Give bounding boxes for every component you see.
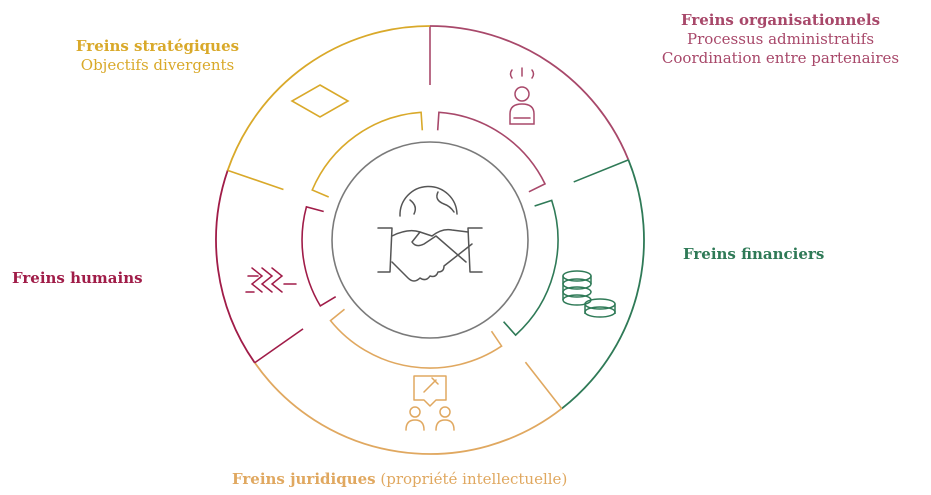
outer-arc-financial: [561, 159, 645, 410]
label-strategic: Freins stratégiques Objectifs divergents: [50, 37, 265, 75]
label-legal-title: Freins juridiques: [232, 470, 376, 488]
outer-arc-strategic: [226, 25, 431, 171]
segment-divider-human: [254, 328, 304, 364]
segment-divider-legal: [524, 361, 563, 410]
label-organisational-title: Freins organisationnels: [680, 11, 881, 29]
label-legal: Freins juridiques (propriété intellectue…: [232, 470, 567, 489]
segment-divider-strategic: [227, 169, 284, 191]
inner-circle: [331, 141, 529, 339]
inner-bracket-human: [301, 205, 337, 307]
segment-divider-financial: [573, 159, 629, 183]
outer-arc-organisational: [429, 25, 630, 161]
inner-bracket-strategic: [311, 111, 424, 198]
stressed-person-icon: [509, 67, 535, 125]
label-strategic-title: Freins stratégiques: [75, 37, 240, 55]
inner-bracket-legal: [329, 308, 503, 369]
outer-arc-human: [215, 170, 256, 364]
coin-stacks-icon: [562, 270, 616, 318]
label-human-title: Freins humains: [12, 269, 143, 287]
label-financial-title: Freins financiers: [683, 245, 825, 263]
outer-arc-legal: [253, 362, 563, 455]
discussion-gavel-icon: [405, 375, 455, 431]
label-legal-detail: (propriété intellectuelle): [380, 470, 568, 488]
label-organisational-detail-2: Coordination entre partenaires: [661, 48, 900, 67]
label-organisational: Freins organisationnels Processus admini…: [628, 11, 931, 67]
label-strategic-detail: Objectifs divergents: [80, 55, 235, 74]
diamond-icon: [290, 84, 350, 118]
label-organisational-detail-1: Processus administratifs: [686, 29, 875, 48]
rope-knot-icon: [245, 267, 297, 293]
inner-bracket-organisational: [436, 111, 547, 193]
globe-handshake-icon: [377, 185, 483, 282]
inner-bracket-financial: [503, 199, 559, 337]
